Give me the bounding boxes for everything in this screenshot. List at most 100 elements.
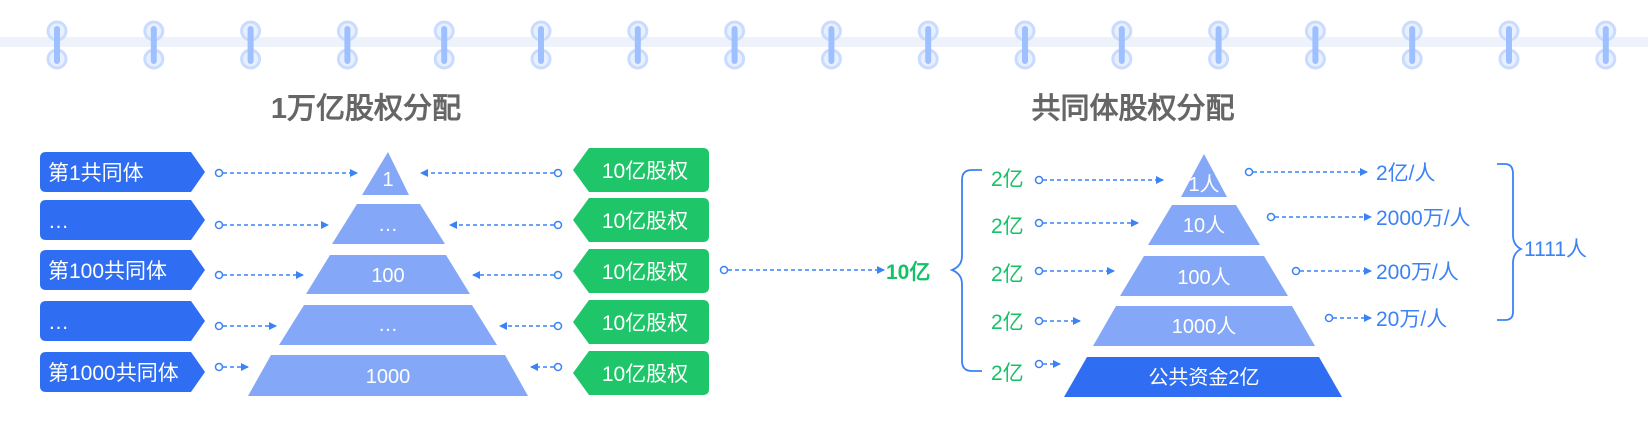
community-tag [40, 352, 205, 392]
equity-label: 10亿股权 [602, 160, 688, 183]
per-person-labels: 2亿/人 2000万/人 200万/人 20万/人 [1376, 162, 1471, 331]
community-tag [40, 301, 205, 341]
arrow [214, 168, 563, 178]
binding-ring [530, 20, 552, 70]
pyramid-level-label: 1人 [1188, 173, 1219, 196]
right-arrows-in [1034, 175, 1164, 369]
community-tag [40, 152, 205, 192]
allocation-label: 2亿 [991, 215, 1024, 238]
arrow [214, 220, 563, 230]
allocation-label: 2亿 [991, 311, 1024, 334]
binding-ring [1595, 20, 1617, 70]
left-pyramid: 1 … 100 … 1000 [248, 152, 528, 396]
allocation-label: 2亿 [991, 263, 1024, 286]
binding-ring [1498, 20, 1520, 70]
right-arrows-out [1244, 167, 1372, 323]
arrow [1034, 316, 1081, 326]
pyramid-level-label: 1000 [366, 366, 411, 388]
center-amount: 10亿 [886, 260, 930, 284]
equity-tag [573, 351, 709, 395]
per-person-label: 200万/人 [1376, 261, 1459, 284]
pyramid-level [1181, 154, 1227, 197]
pyramid-level [306, 255, 470, 294]
binding-ring [240, 20, 262, 70]
equity-label: 10亿股权 [602, 261, 688, 284]
arrow [1034, 218, 1139, 228]
arrow [1266, 212, 1372, 222]
pyramid-level [248, 355, 528, 396]
pyramid-level-label: 100 [371, 265, 404, 287]
equity-tag [573, 198, 709, 242]
per-person-label: 2亿/人 [1376, 162, 1436, 185]
equity-tag [573, 300, 709, 344]
binding-ring [1401, 20, 1423, 70]
community-label: … [48, 311, 69, 334]
community-tag [40, 250, 205, 290]
left-title: 1万亿股权分配 [271, 92, 461, 125]
binding-ring [627, 20, 649, 70]
binding-ring [820, 20, 842, 70]
per-person-label: 20万/人 [1376, 308, 1447, 331]
binding-strip [0, 37, 1648, 47]
arrow [214, 321, 563, 331]
binding-ring [917, 20, 939, 70]
pyramid-level [362, 152, 409, 195]
binding-ring [1014, 20, 1036, 70]
right-pyramid: 1人 10人 100人 1000人 公共资金2亿 [1064, 154, 1342, 397]
equity-tag [573, 148, 709, 192]
left-arrows [214, 168, 563, 372]
left-brace [949, 169, 982, 372]
community-tags: 第1共同体 … 第100共同体 … 第1000共同体 [40, 152, 205, 392]
community-label: 第1共同体 [48, 162, 144, 185]
pyramid-level [332, 204, 445, 244]
arrow [1291, 266, 1372, 276]
equity-label: 10亿股权 [602, 363, 688, 386]
public-fund-level [1064, 357, 1342, 397]
binding-ring [46, 20, 68, 70]
binding-ring [1208, 20, 1230, 70]
arrow [1324, 313, 1372, 323]
binding-ring [336, 20, 358, 70]
pyramid-level [1120, 256, 1288, 296]
right-brace [1497, 163, 1524, 321]
pyramid-level-label: 10人 [1183, 214, 1225, 237]
allocation-label: 2亿 [991, 168, 1024, 191]
arrow [1034, 359, 1061, 369]
pyramid-level-label: … [378, 214, 398, 236]
arrow [1244, 167, 1368, 177]
arrow [1034, 266, 1115, 276]
right-title: 共同体股权分配 [1031, 92, 1234, 125]
arrow [214, 270, 563, 280]
arrow [1034, 175, 1164, 185]
equity-tag [573, 249, 709, 293]
pyramid-level-label: 公共资金2亿 [1148, 366, 1259, 389]
arrow [214, 362, 563, 372]
pyramid-level [1148, 205, 1260, 245]
binding-ring [724, 20, 746, 70]
allocation-label: 2亿 [991, 362, 1024, 385]
binding-ring [143, 20, 165, 70]
binding-ring [1304, 20, 1326, 70]
community-label: 第100共同体 [48, 260, 167, 283]
pyramid-level-label: 100人 [1177, 266, 1230, 289]
pyramid-level-label: 1 [382, 169, 393, 191]
center-connector: 10亿 [719, 260, 930, 284]
binding-ring [433, 20, 455, 70]
binding-rings [46, 20, 1617, 70]
total-people: 1111人 [1524, 238, 1587, 261]
binding-ring [1111, 20, 1133, 70]
per-person-label: 2000万/人 [1376, 207, 1471, 230]
community-tag [40, 200, 205, 240]
community-label: 第1000共同体 [48, 362, 179, 385]
pyramid-level [279, 305, 497, 345]
equity-tags: 10亿股权 10亿股权 10亿股权 10亿股权 10亿股权 [573, 148, 709, 395]
pyramid-level-label: 1000人 [1172, 315, 1237, 338]
equity-label: 10亿股权 [602, 210, 688, 233]
pyramid-level-label: … [378, 314, 398, 336]
notebook-binding [0, 20, 1648, 70]
community-label: … [48, 210, 69, 233]
allocation-labels: 2亿 2亿 2亿 2亿 2亿 [991, 168, 1024, 385]
pyramid-level [1093, 306, 1315, 346]
